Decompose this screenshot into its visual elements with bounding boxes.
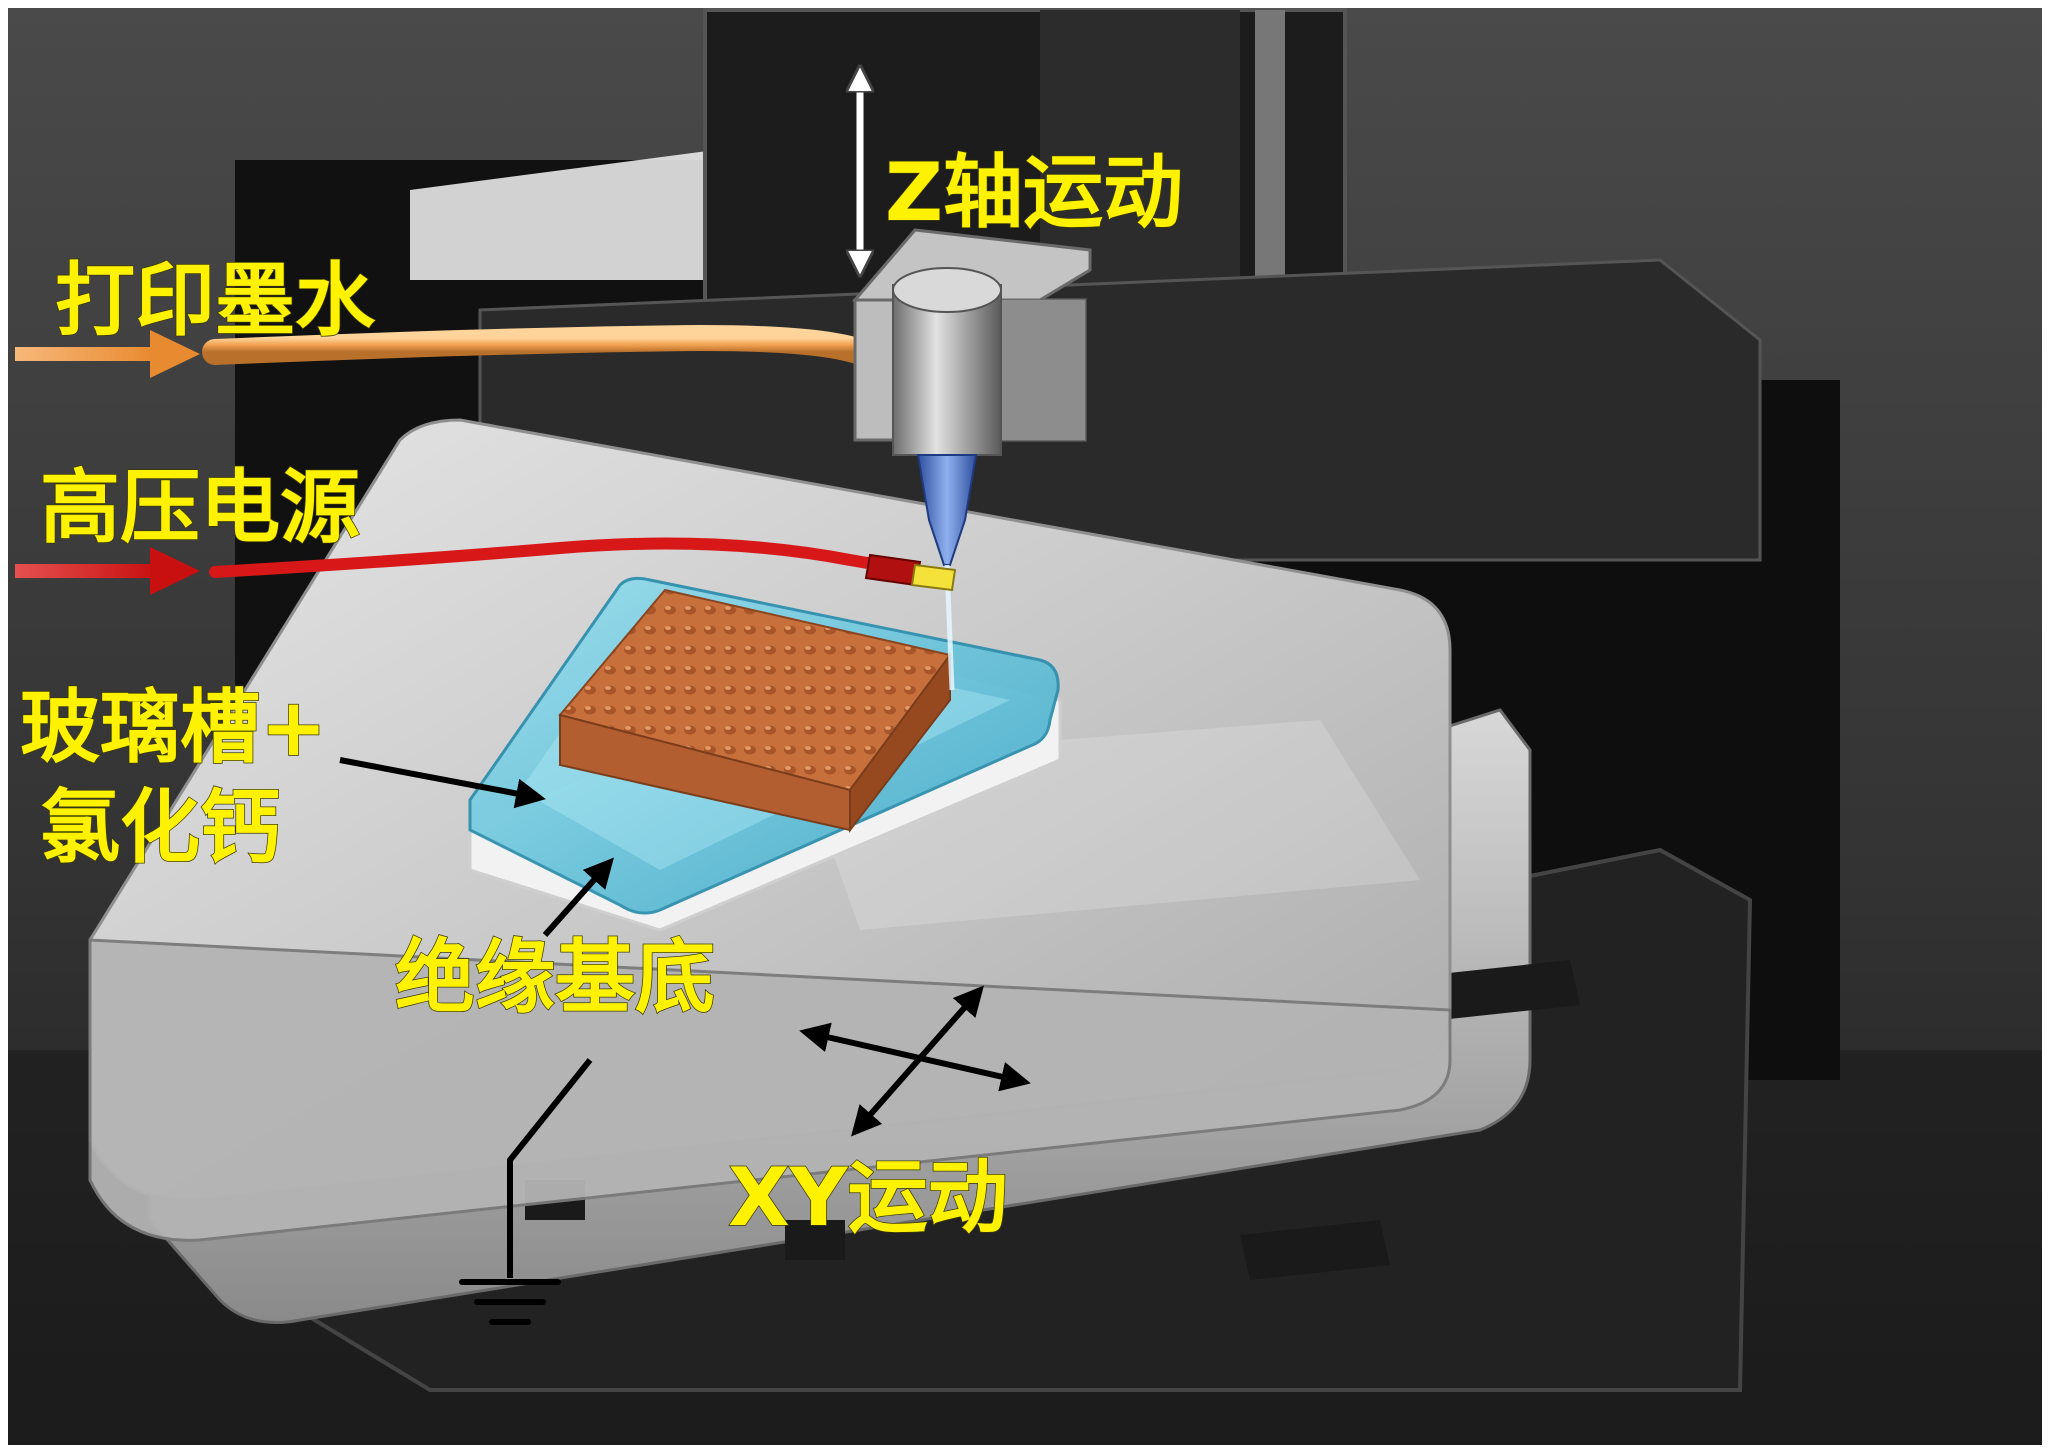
hv-clip [910,563,957,592]
glass-tank-leader [339,757,546,809]
y-motion-arrow [851,985,984,1137]
nozzle-cylinder [892,284,1002,456]
rear-panel-highlight [410,150,715,280]
label-z-motion: Z轴运动 [885,146,1183,239]
hv-input-arrow [15,547,200,595]
ground-symbol-icon [459,1279,561,1325]
ink-input-arrow [15,330,200,378]
label-xy-motion: XY运动 [728,1151,1008,1244]
nozzle-cylinder-cap [892,267,1002,313]
nozzle-tip [916,454,978,566]
label-high-voltage: 高压电源 [40,461,360,554]
ink-tube [202,324,873,365]
ground-wire [507,1058,593,1278]
printed-scaffold-right [849,651,951,833]
label-glass-tank-line1: 玻璃槽+ [20,681,327,774]
printhead-mount-shadow [1000,300,1085,440]
label-insulating-substrate: 绝缘基底 [395,931,715,1024]
high-voltage-wire [209,537,901,578]
stage-top-front-face [88,938,1452,1242]
label-glass-tank-line2: 氯化钙 [40,781,280,874]
substrate-leader [542,857,614,937]
label-ink: 打印墨水 [55,254,376,347]
